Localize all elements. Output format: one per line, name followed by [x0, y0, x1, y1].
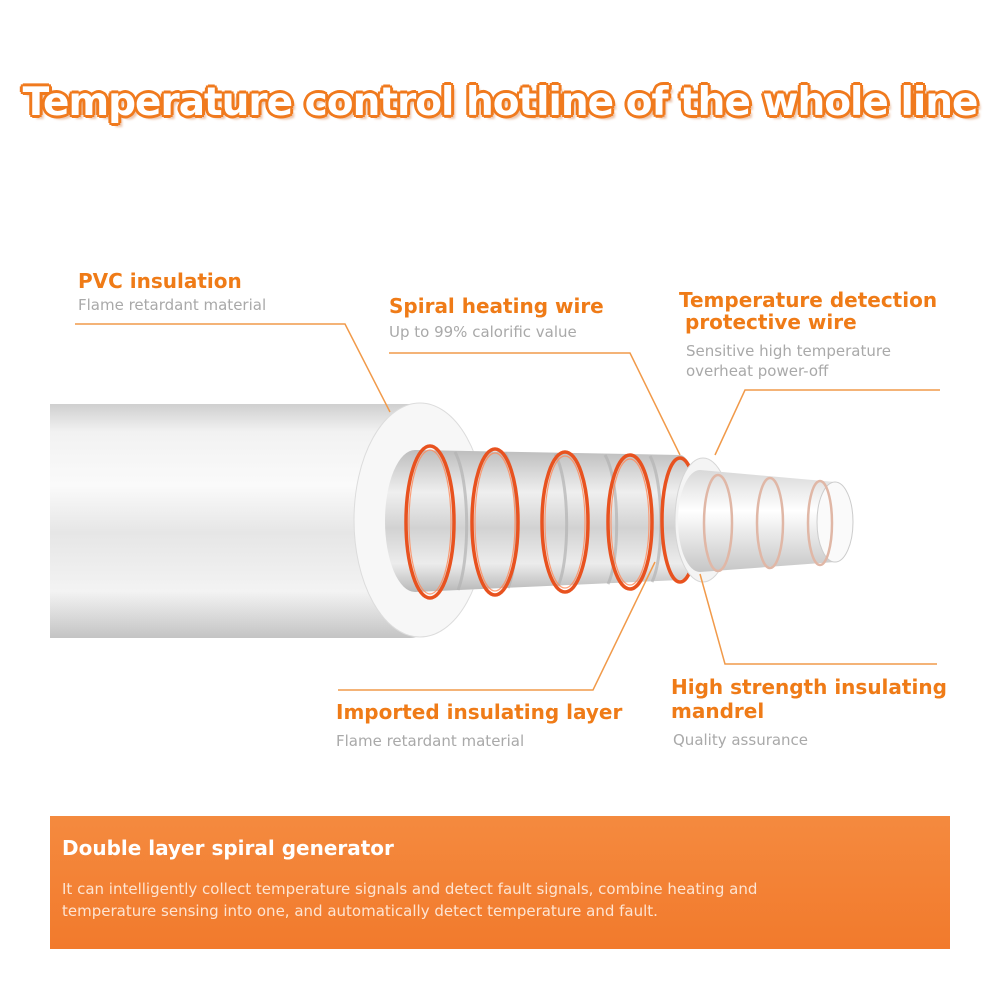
label-insulating-mandrel: High strength insulating mandrel Quality… [671, 676, 947, 750]
detection-wire [702, 473, 834, 573]
pvc-subtitle: Flame retardant material [78, 296, 267, 314]
pvc-title: PVC insulation [78, 269, 242, 293]
banner-body: It can intelligently collect temperature… [62, 880, 758, 920]
detection-subtitle-line1: Sensitive high temperature [686, 342, 891, 360]
label-spiral-heating-wire: Spiral heating wire Up to 99% calorific … [389, 295, 604, 342]
detection-subtitle-line2: overheat power-off [686, 362, 829, 380]
info-banner: Double layer spiral generator It can int… [50, 816, 950, 949]
leader-lines [75, 323, 940, 691]
label-temperature-detection: Temperature detection protective wire Se… [679, 289, 937, 381]
detection-title-line2: protective wire [685, 310, 857, 334]
banner-title: Double layer spiral generator [62, 836, 394, 860]
mandrel-title-line2: mandrel [671, 699, 765, 723]
headline: Temperature control hotline of the whole… [22, 80, 979, 125]
mandrel-subtitle: Quality assurance [673, 731, 809, 749]
mandrel-title-line1: High strength insulating [671, 675, 947, 699]
spiral-subtitle: Up to 99% calorific value [389, 323, 577, 341]
detection-title-line1: Temperature detection [679, 288, 938, 312]
label-pvc-insulation: PVC insulation Flame retardant material [78, 270, 266, 315]
insulating-subtitle: Flame retardant material [336, 732, 525, 750]
pvc-jacket [50, 404, 458, 638]
spiral-title: Spiral heating wire [389, 294, 604, 318]
label-imported-insulating-layer: Imported insulating layer Flame retardan… [336, 701, 622, 751]
insulating-title: Imported insulating layer [336, 700, 623, 724]
